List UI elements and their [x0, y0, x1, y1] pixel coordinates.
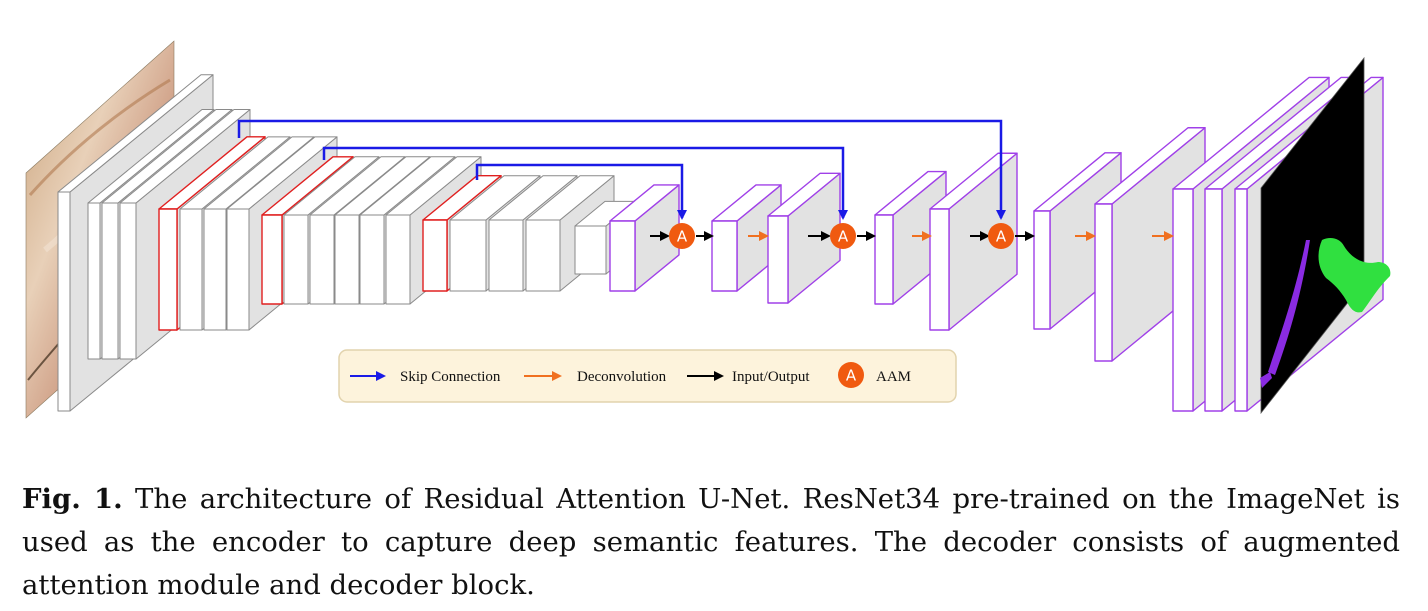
svg-text:A: A [846, 367, 857, 385]
skip-connection-3 [475, 163, 687, 220]
aam-icon: A [838, 362, 864, 388]
skip-legend-label: Skip Connection [400, 369, 501, 385]
deconv-legend-label: Deconvolution [577, 369, 667, 385]
legend: Skip Connection Deconvolution Input/Outp… [338, 349, 957, 403]
architecture-diagram: A A A Skip Connection Deconvolution Inpu… [25, 40, 1391, 419]
figure-caption: Fig. 1. The architecture of Residual Att… [22, 478, 1400, 607]
decoder-block [609, 184, 680, 292]
aam-legend-label: AAM [876, 369, 911, 385]
figure-label: Fig. 1. [22, 483, 123, 515]
skip-connections [237, 119, 1006, 220]
io-legend-label: Input/Output [732, 369, 810, 385]
skip-connection-1 [237, 119, 1006, 220]
decoder-block [767, 172, 841, 304]
caption-text: The architecture of Residual Attention U… [22, 483, 1400, 601]
svg-text:A: A [838, 228, 849, 246]
skip-connection-2 [322, 146, 848, 220]
svg-text:A: A [677, 228, 688, 246]
aam-module: A [988, 223, 1014, 249]
svg-text:A: A [996, 228, 1007, 246]
output-mask [1260, 56, 1391, 415]
aam-module: A [830, 223, 856, 249]
aam-module: A [669, 223, 695, 249]
